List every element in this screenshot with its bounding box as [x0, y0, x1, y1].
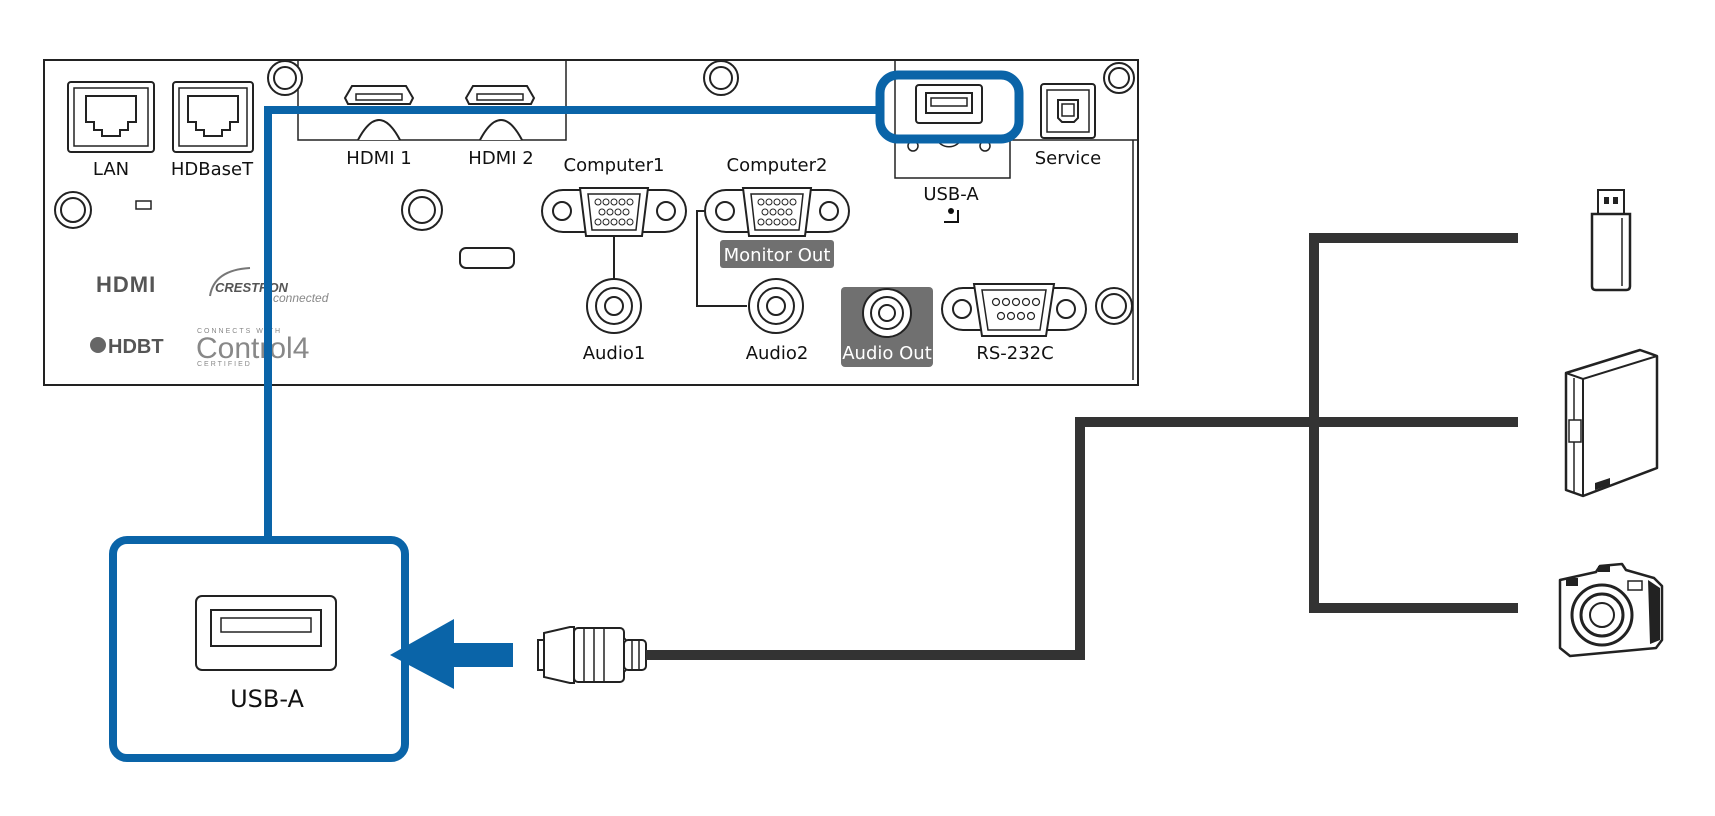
- svg-text:CERTIFIED: CERTIFIED: [197, 361, 252, 368]
- computer1-vga-port: [541, 187, 687, 237]
- screw: [401, 189, 443, 231]
- service-port: [1040, 83, 1096, 139]
- audio1-jack: [586, 278, 642, 334]
- rs232c-label: RS-232C: [976, 343, 1053, 364]
- monitor-out-badge: [720, 240, 834, 268]
- audio-out-label: Audio Out: [842, 343, 932, 364]
- audio1-label: Audio1: [583, 343, 646, 364]
- hdmi-logo: HDMI: [96, 272, 156, 297]
- audio2-label: Audio2: [746, 343, 809, 364]
- rs232c-port: [941, 283, 1087, 337]
- computer1-label: Computer1: [564, 155, 665, 176]
- usb-mark-icon: [944, 210, 959, 223]
- computer2-label: Computer2: [727, 155, 828, 176]
- digital-camera-icon: [1558, 562, 1664, 658]
- usb-flash-drive-icon: [1590, 189, 1632, 292]
- callout-usb-a-label: USB-A: [230, 685, 304, 713]
- control4-logo: CONNECTS WITH Control4 CERTIFIED: [196, 328, 309, 368]
- hdmi1-port: [343, 85, 415, 141]
- usb-a-port: [907, 84, 991, 152]
- projector-rear-panel: LAN HDBaseT HDMI 1 HDMI 2 Computer1: [43, 59, 1139, 386]
- usb-cable: [646, 233, 1518, 660]
- hdbaset-label: HDBaseT: [171, 159, 254, 180]
- usb-a-callout: USB-A: [109, 536, 409, 762]
- external-hard-drive-icon: [1564, 348, 1659, 498]
- screw: [703, 60, 739, 96]
- svg-text:Control4: Control4: [196, 332, 309, 365]
- security-slot: [459, 247, 515, 269]
- usb-a-highlight: [264, 70, 1024, 540]
- hdmi2-port: [464, 85, 536, 141]
- svg-text:connected: connected: [273, 291, 329, 305]
- screw: [1103, 62, 1135, 94]
- audio-out-jack: [862, 288, 912, 338]
- lan-label: LAN: [93, 159, 129, 180]
- usb-cable-plug: [537, 626, 647, 684]
- usb-a-panel-label: USB-A: [923, 184, 979, 205]
- hdbaset-logo: HDBT: [90, 336, 164, 358]
- service-label: Service: [1035, 148, 1102, 169]
- hdmi2-label: HDMI 2: [468, 148, 533, 169]
- screw: [267, 60, 303, 96]
- screw: [1095, 287, 1133, 325]
- computer2-vga-port: [704, 187, 850, 237]
- hdbaset-port: [172, 81, 254, 153]
- svg-text:HDBT: HDBT: [108, 336, 164, 358]
- indicator-led: [135, 200, 152, 210]
- audio2-jack: [748, 278, 804, 334]
- svg-text:CONNECTS WITH: CONNECTS WITH: [197, 328, 282, 335]
- lan-port: [67, 81, 155, 153]
- monitor-out-label: Monitor Out: [724, 245, 831, 266]
- insert-arrow-icon: [390, 619, 513, 689]
- hdmi1-label: HDMI 1: [346, 148, 411, 169]
- screw: [54, 191, 92, 229]
